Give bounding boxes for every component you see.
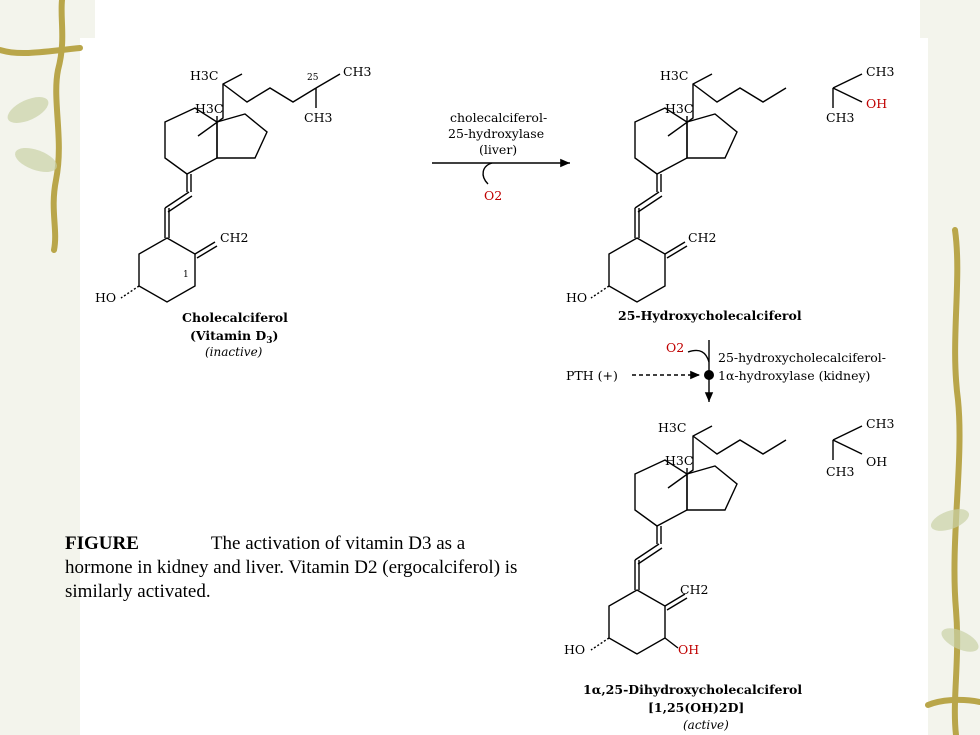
mol3-ch2: CH2 xyxy=(680,582,708,597)
mol3-oh: OH xyxy=(866,454,887,469)
step1-enzyme-line2: 25-hydroxylase xyxy=(448,126,544,141)
step1-enzyme-line3: (liver) xyxy=(479,142,517,157)
mol3-h3c-ring: H3C xyxy=(665,453,693,468)
right-decoration-strip xyxy=(920,0,980,735)
mol2-name: 25-Hydroxycholecalciferol xyxy=(618,308,802,323)
mol2-ch2: CH2 xyxy=(688,230,716,245)
mol3-ch3-top: CH3 xyxy=(866,416,894,431)
mol3-status: (active) xyxy=(683,718,729,732)
step2-enzyme-line1: 25-hydroxycholecalciferol- xyxy=(718,350,886,365)
mol3-abbrev: [1,25(OH)2D] xyxy=(648,700,744,715)
mol1-position-1: 1 xyxy=(183,270,189,280)
cholecalciferol-structure: H3C H3C CH3 CH3 25 CH2 1 HO Cholecalcife… xyxy=(95,64,371,359)
mol1-position-25: 25 xyxy=(307,73,319,83)
mol1-ch3-lower: CH3 xyxy=(304,110,332,125)
mol1-ho: HO xyxy=(95,290,116,305)
mol2-ho: HO xyxy=(566,290,587,305)
caption-label: FIGURE xyxy=(65,533,139,554)
mol2-ch3-top: CH3 xyxy=(866,64,894,79)
step1-reaction: cholecalciferol- 25-hydroxylase (liver) … xyxy=(432,110,570,203)
mol2-h3c-ring: H3C xyxy=(665,101,693,116)
mol1-h3c-chain: H3C xyxy=(190,68,218,83)
step2-pth-regulator: PTH (+) xyxy=(566,368,618,383)
mol2-ch3-lower: CH3 xyxy=(826,110,854,125)
figure-panel xyxy=(80,38,928,735)
mol3-h3c-chain: H3C xyxy=(658,420,686,435)
mol1-ch3-25: CH3 xyxy=(343,64,371,79)
mol1-status: (inactive) xyxy=(205,345,263,359)
mol3-oh-red: OH xyxy=(678,642,699,657)
step1-oxygen: O2 xyxy=(484,188,502,203)
step2-oxygen: O2 xyxy=(666,340,684,355)
caption-text: The activation of vitamin D3 as a hormon… xyxy=(65,533,518,602)
mol3-ch3-lower: CH3 xyxy=(826,464,854,479)
mol1-ch2: CH2 xyxy=(220,230,248,245)
step1-enzyme-line1: cholecalciferol- xyxy=(450,110,547,125)
hydroxycholecalciferol-structure: H3C H3C CH3 CH3 OH CH2 HO 25-Hydroxychol… xyxy=(566,64,894,323)
mol1-name: Cholecalciferol xyxy=(182,310,288,325)
step2-enzyme-line2: 1α-hydroxylase (kidney) xyxy=(718,368,870,383)
mol2-oh: OH xyxy=(866,96,887,111)
mol1-h3c-ring: H3C xyxy=(195,101,223,116)
dihydroxycholecalciferol-structure: H3C H3C CH3 CH3 OH CH2 HO OH 1α,25-Dihyd… xyxy=(564,416,894,732)
mol3-name: 1α,25-Dihydroxycholecalciferol xyxy=(583,682,802,697)
mol3-ho: HO xyxy=(564,642,585,657)
mol2-h3c-chain: H3C xyxy=(660,68,688,83)
step2-reaction: O2 25-hydroxycholecalciferol- 1α-hydroxy… xyxy=(566,340,886,402)
mol1-name2: (Vitamin D3) xyxy=(190,328,278,346)
